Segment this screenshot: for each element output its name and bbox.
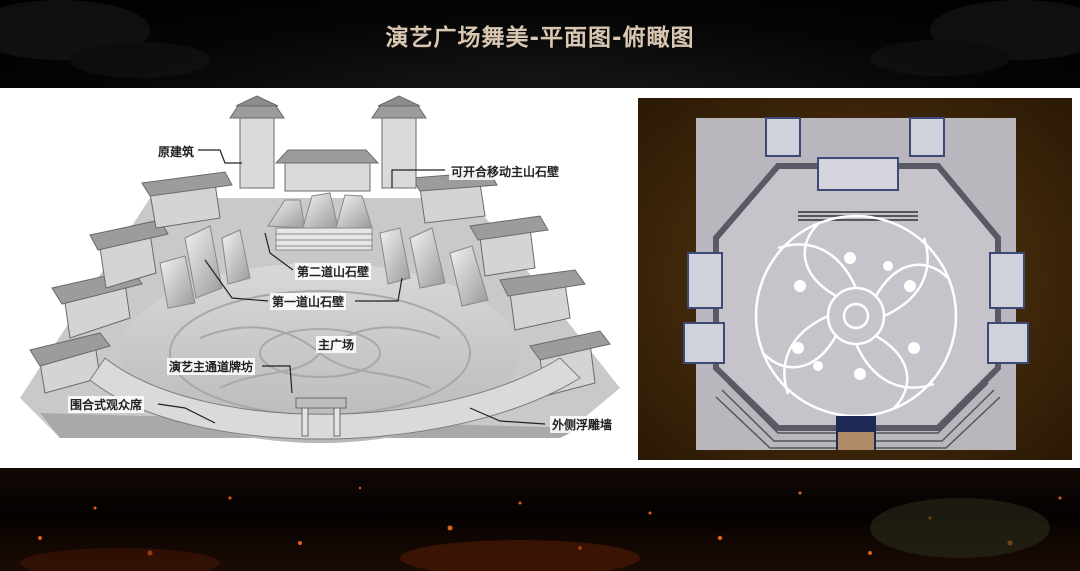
back-hall [817,157,899,191]
original-building [229,95,427,192]
label-main-passage-archway: 演艺主通道牌坊 [167,358,256,375]
main-passage-archway [295,397,347,437]
label-original-building: 原建筑 [156,143,197,160]
smoke-decoration-left [0,0,210,78]
perspective-render-view: 原建筑 可开合移动主山石壁 第二道山石壁 第一道山石壁 主广场 演艺主通道牌坊 … [0,88,630,468]
perspective-render [20,95,620,443]
slide-title: 演艺广场舞美-平面图-俯瞰图 [385,25,695,51]
enclosed-audience-seating [89,357,581,440]
plaza-dots [792,252,920,380]
label-second-rock-wall: 第二道山石壁 [295,263,372,280]
entrance-floor [838,432,874,450]
right-pavilions [411,171,611,397]
top-down-render [638,98,1072,460]
callout-lines [157,149,546,425]
label-movable-main-rock-wall: 可开合移动主山石壁 [449,163,562,180]
slide-header: 演艺广场舞美-平面图-俯瞰图 [0,0,1080,88]
top-down-plan-view [638,98,1072,460]
label-enclosed-audience-seating: 围合式观众席 [68,396,145,413]
ember-footer-decoration [0,468,1080,571]
corner-towers [683,117,1029,364]
slide-content: 原建筑 可开合移动主山石壁 第二道山石壁 第一道山石壁 主广场 演艺主通道牌坊 … [0,88,1080,468]
embers-decoration [20,486,1062,571]
label-outer-relief-wall: 外侧浮雕墙 [550,416,615,433]
rock-walls [159,225,489,309]
label-first-rock-wall: 第一道山石壁 [270,293,347,310]
central-stairs [275,227,373,251]
label-main-square: 主广场 [316,336,357,353]
smoke-decoration-right [870,0,1080,76]
left-pavilions [29,171,233,394]
